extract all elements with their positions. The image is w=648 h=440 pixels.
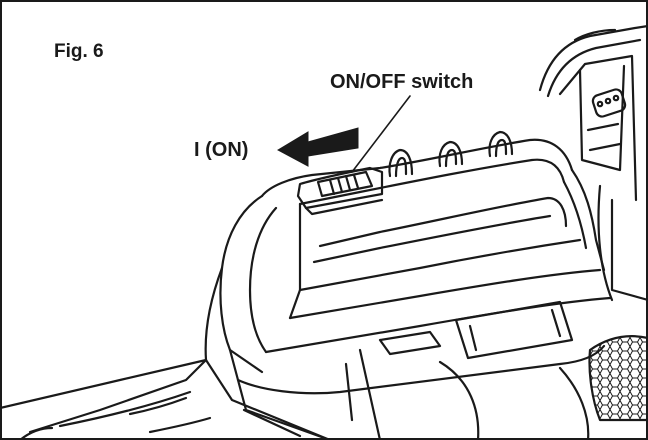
honeycomb-vent [588,335,648,422]
blower-tube [0,358,212,440]
figure-number-label: Fig. 6 [54,41,104,62]
arrow-left-icon [276,127,359,167]
on-off-switch-callout: ON/OFF switch [330,71,474,93]
handle-body [219,138,612,374]
on-position-callout: I (ON) [194,139,249,161]
on-off-switch [296,166,384,216]
grip-ribs [388,130,514,178]
rear-housing [538,24,648,302]
callout-leader-line [351,95,411,173]
